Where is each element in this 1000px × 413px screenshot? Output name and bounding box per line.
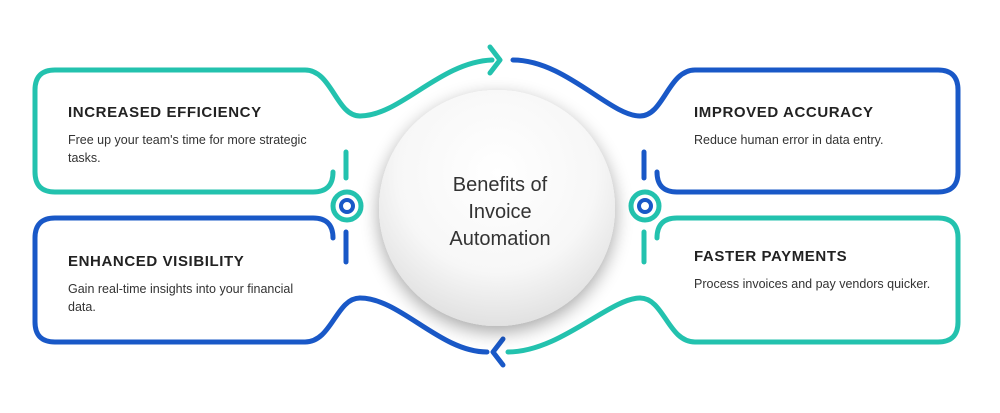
bottom-arrow-icon [490,336,506,368]
card-improved-accuracy-title: IMPROVED ACCURACY [694,104,874,121]
card-improved-accuracy-description: Reduce human error in data entry. [694,133,884,147]
card-faster-payments-frame [637,215,961,345]
top-arc-blue [510,57,643,119]
left-node-icon [330,189,364,223]
center-circle [379,90,615,326]
card-enhanced-visibility-description: Gain real-time insights into your financ… [68,282,294,314]
card-faster-payments-title: FASTER PAYMENTS [694,248,848,265]
card-improved-accuracy-frame [637,67,961,195]
card-increased-efficiency-title: INCREASED EFFICIENCY [68,104,262,121]
center-title-line-2: Invoice [468,201,532,223]
center-title-line-1: Benefits of [452,174,548,196]
center-title: Benefits of Invoice Automation [410,172,590,253]
card-faster-payments-description: Process invoices and pay vendors quicker… [694,277,931,291]
right-node-icon [628,189,662,223]
card-increased-efficiency-frame [32,67,363,195]
card-increased-efficiency-description: Free up your team's time for more strate… [68,133,307,165]
center-title-line-3: Automation [449,228,551,250]
card-enhanced-visibility-title: ENHANCED VISIBILITY [68,253,245,270]
bottom-arc-teal [505,295,643,355]
bottom-arc-blue [357,295,490,355]
top-arc-teal [357,57,495,119]
top-arrow-icon [487,44,503,76]
card-enhanced-visibility-frame [32,215,363,345]
